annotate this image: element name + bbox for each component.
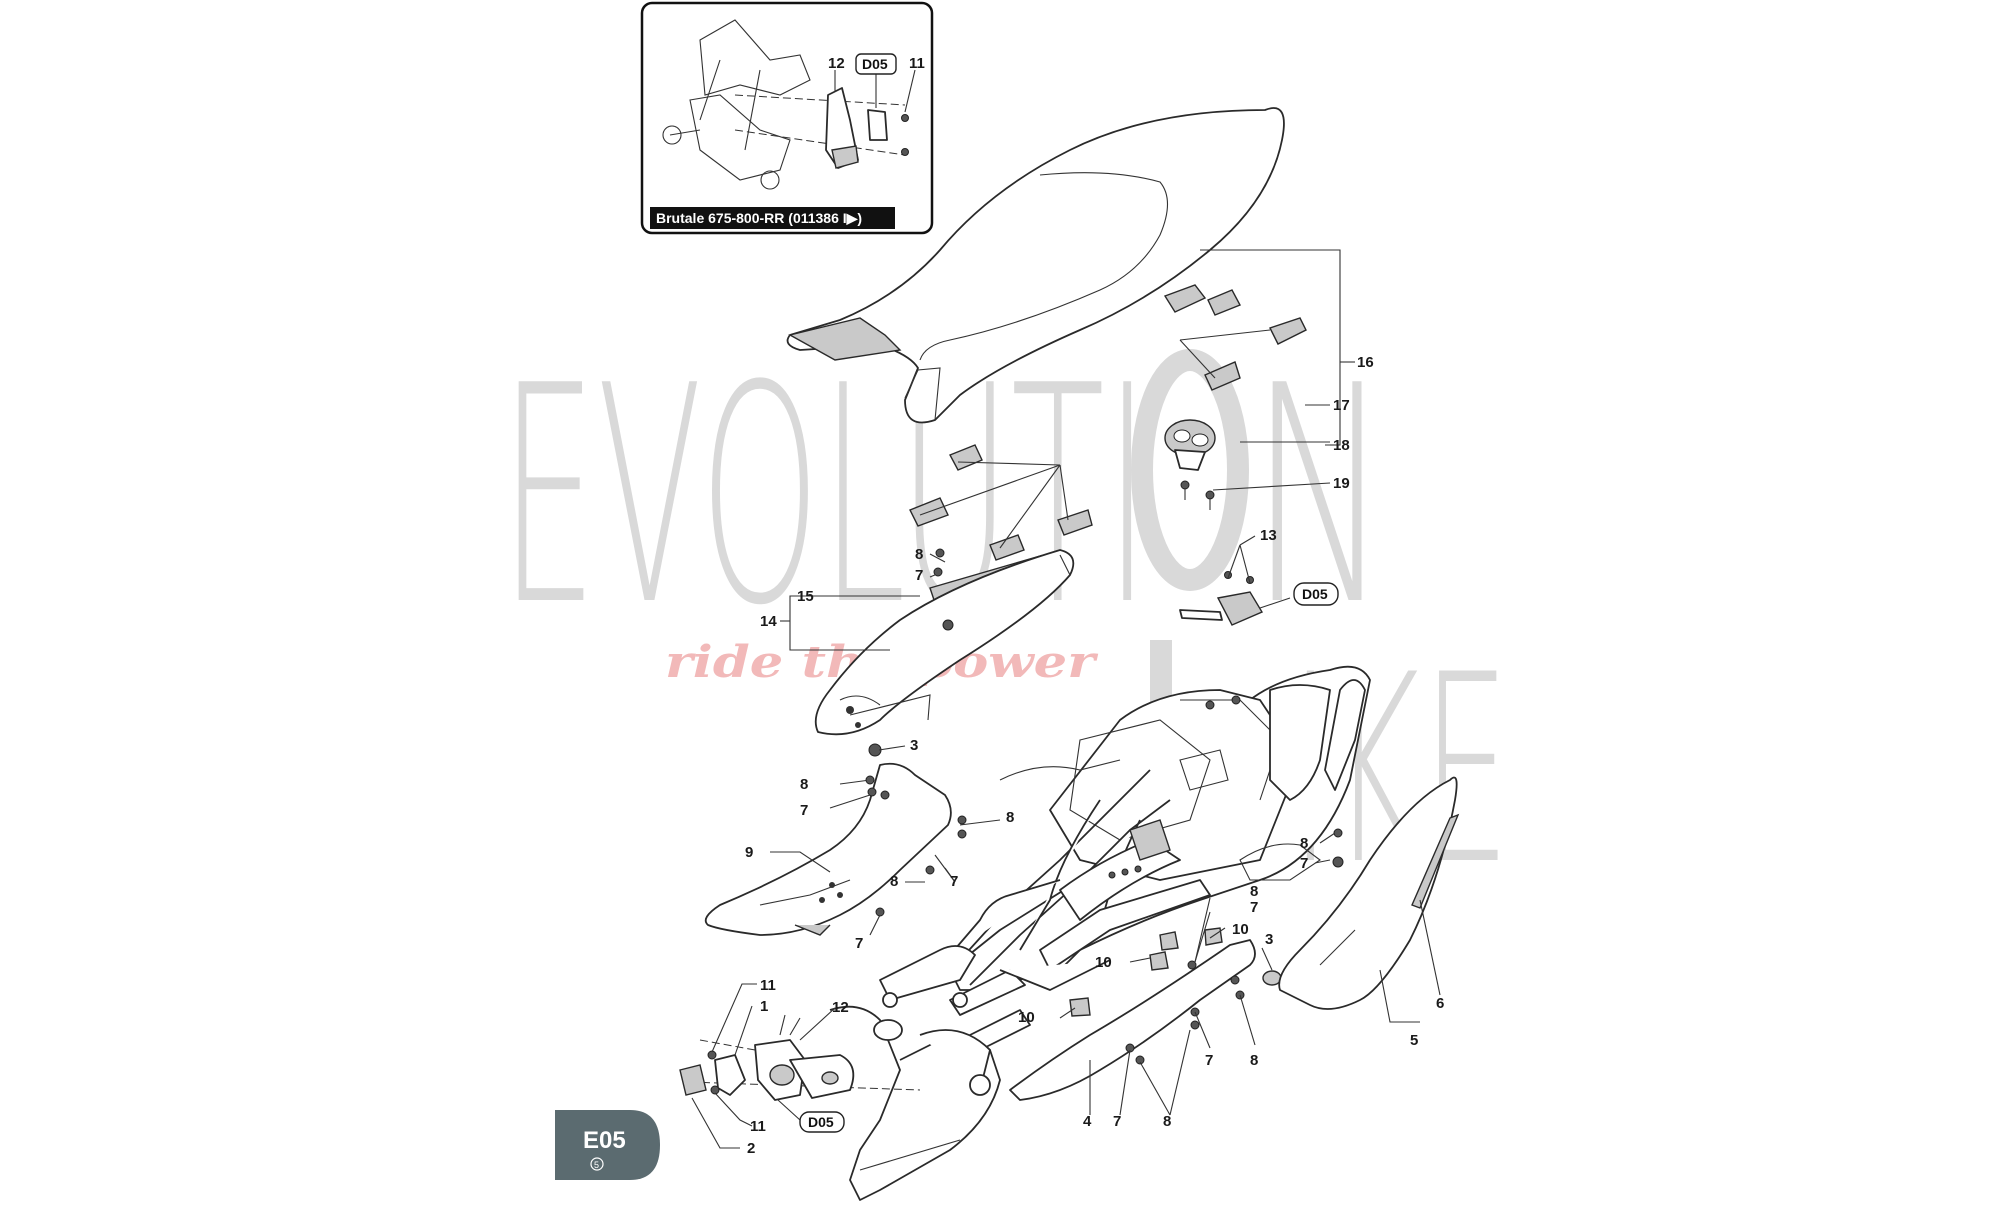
callout-3b: 3: [1265, 931, 1273, 948]
seat-assembly: [786, 107, 1285, 424]
ref-d05-center-box: [1293, 582, 1339, 606]
left-side-panel: [704, 743, 952, 936]
callout-16: 16: [1357, 354, 1374, 371]
callout-10b: 10: [1095, 954, 1112, 971]
callout-8g: 8: [1300, 835, 1308, 852]
leaders-left-panel: [770, 745, 1001, 936]
callout-19: 19: [1333, 475, 1350, 492]
watermark-o-ring: [1131, 349, 1249, 591]
screw-8c: [957, 815, 967, 825]
callout-8e: 8: [1250, 883, 1258, 900]
tail-top-cover: [814, 549, 1075, 736]
inset-callout-11: 11: [909, 55, 925, 72]
callout-8f: 8: [1250, 1052, 1258, 1069]
callout-11b: 11: [750, 1118, 766, 1135]
leaders-lower-tail: [1059, 897, 1273, 1116]
callout-7b: 7: [800, 802, 808, 819]
ref-d05-center: D05: [1302, 586, 1328, 602]
page-badge: E05 5: [555, 1110, 660, 1180]
inset-ref-d05: D05: [862, 56, 888, 72]
callout-7f: 7: [1205, 1052, 1213, 1069]
seat-latch: [1179, 535, 1291, 626]
buffer-d: [1204, 361, 1241, 391]
callout-7h: 7: [1113, 1113, 1121, 1130]
callout-14: 14: [760, 613, 777, 630]
callout-6: 6: [1436, 995, 1444, 1012]
washer-7c: [957, 829, 967, 839]
callout-7d: 7: [855, 935, 863, 952]
callout-12: 12: [832, 999, 849, 1016]
washer-7a: [933, 567, 943, 577]
page-badge-sub: 5: [594, 1160, 599, 1170]
rear-subframe: [879, 665, 1371, 1056]
leaders-right-panel: [1314, 832, 1441, 1023]
watermark-word-n: N: [1250, 322, 1390, 671]
inset-panel: 12 D05 11 Brutale 675-800-RR (011386 I▶): [640, 1, 934, 235]
buffer-e: [949, 444, 983, 471]
callout-10c: 10: [1018, 1009, 1035, 1026]
right-side-panel: [1278, 776, 1460, 1010]
tail-cover-top: [814, 549, 1075, 736]
watermark-word-evoluti: EVOLUTI: [500, 322, 1150, 671]
callout-8d: 8: [890, 873, 898, 890]
screw-8a: [935, 548, 945, 558]
callout-13: 13: [1260, 527, 1277, 544]
screw-8g: [1333, 828, 1343, 838]
leaders-top-right: [919, 249, 1355, 549]
inset-frame-sketch: [662, 19, 916, 190]
callout-17: 17: [1333, 397, 1350, 414]
seat: [786, 107, 1285, 424]
callout-7e: 7: [1250, 899, 1258, 916]
callout-8a: 8: [915, 546, 923, 563]
washer-7d: [875, 907, 885, 917]
screw-8d: [925, 865, 935, 875]
footpeg-assembly: [679, 1005, 1001, 1201]
inset-ref-d05-box: [855, 53, 897, 75]
callout-3a: 3: [910, 737, 918, 754]
seat-lock-grommet: [1164, 419, 1216, 510]
leaders-footpeg: [691, 983, 836, 1149]
page-badge-sub-circle: [590, 1157, 604, 1171]
ref-d05-bottom: D05: [808, 1114, 834, 1130]
washer-7b: [867, 787, 877, 797]
inset-caption: Brutale 675-800-RR (011386 I▶): [656, 210, 862, 226]
callout-11a: 11: [760, 977, 776, 994]
callout-10a: 10: [1232, 921, 1249, 938]
callout-2: 2: [747, 1140, 755, 1157]
callout-1: 1: [760, 998, 768, 1015]
buffer-a: [1163, 284, 1207, 313]
seat-rubber-buffers: [909, 284, 1307, 561]
inset-callout-12: 12: [828, 55, 845, 72]
callout-7c: 7: [950, 873, 958, 890]
buffer-g: [989, 534, 1025, 561]
callout-7a: 7: [915, 567, 923, 584]
buffer-c: [1269, 317, 1307, 345]
screw-8b: [865, 775, 875, 785]
callout-4: 4: [1083, 1113, 1092, 1130]
callout-18: 18: [1333, 437, 1350, 454]
callout-8c: 8: [1006, 809, 1014, 826]
callout-8b: 8: [800, 776, 808, 793]
ref-d05-bottom-box: [799, 1111, 845, 1133]
buffer-b: [1207, 289, 1241, 316]
callout-5: 5: [1410, 1032, 1418, 1049]
callout-9: 9: [745, 844, 753, 861]
inset-caption-bar: [650, 207, 895, 229]
page-badge-code: E05: [583, 1127, 626, 1154]
buffer-h: [1057, 509, 1093, 536]
page-badge-shape: [555, 1110, 660, 1180]
callout-15: 15: [797, 588, 814, 605]
callout-7g: 7: [1300, 855, 1308, 872]
callout-8h: 8: [1163, 1113, 1171, 1130]
